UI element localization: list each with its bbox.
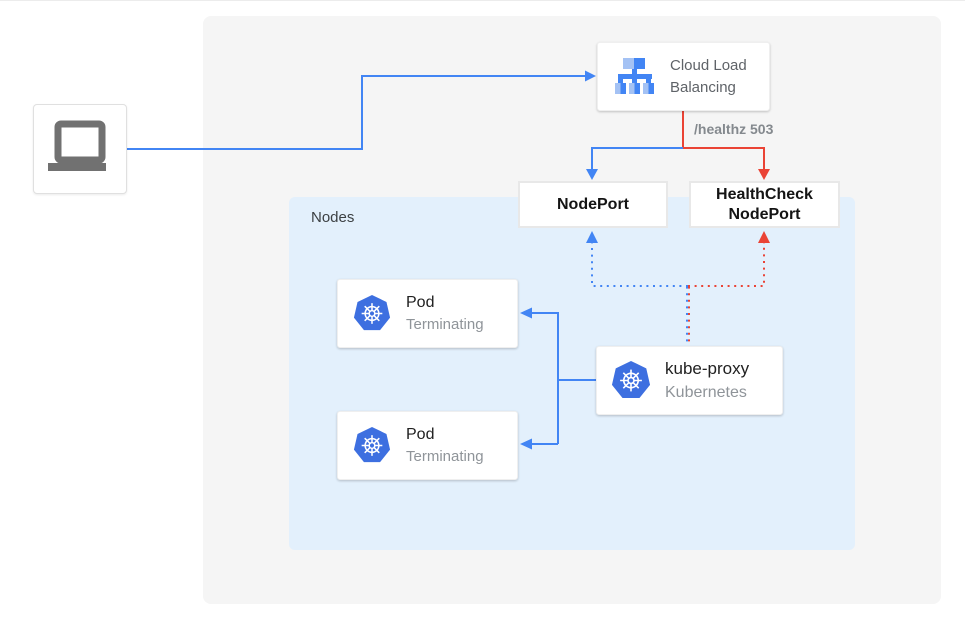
healthz-503-label: /healthz 503 [694, 121, 774, 137]
kube-proxy-subtitle: Kubernetes [665, 383, 747, 401]
kube-proxy-text: kube-proxy Kubernetes [665, 359, 749, 402]
cloud-load-balancing-label: Cloud Load Balancing [670, 56, 747, 96]
healthcheck-nodeport-label: HealthCheck NodePort [716, 185, 813, 223]
nodeport-node: NodePort [518, 181, 668, 228]
pod-1-status: Terminating [406, 315, 484, 333]
kube-proxy-node: kube-proxy Kubernetes [596, 346, 783, 415]
load-balancer-icon [615, 57, 654, 94]
pod-2-status: Terminating [406, 447, 484, 465]
kubernetes-icon [611, 361, 651, 399]
kubernetes-icon [353, 295, 391, 331]
pod-2-node: Pod Terminating [337, 411, 518, 480]
pod-1-node: Pod Terminating [337, 279, 518, 348]
kubernetes-icon [353, 427, 391, 463]
client-node [33, 104, 127, 194]
healthcheck-nodeport-node: HealthCheck NodePort [689, 181, 840, 228]
laptop-icon [48, 120, 106, 171]
pod-1-title: Pod [406, 294, 435, 312]
pod-1-text: Pod Terminating [406, 293, 484, 333]
nodeport-label: NodePort [557, 195, 629, 213]
pod-2-text: Pod Terminating [406, 425, 484, 465]
pod-2-title: Pod [406, 426, 435, 444]
cloud-load-balancing-node: Cloud Load Balancing [597, 42, 770, 111]
nodes-group-label: Nodes [311, 209, 355, 226]
kube-proxy-title: kube-proxy [665, 359, 750, 379]
